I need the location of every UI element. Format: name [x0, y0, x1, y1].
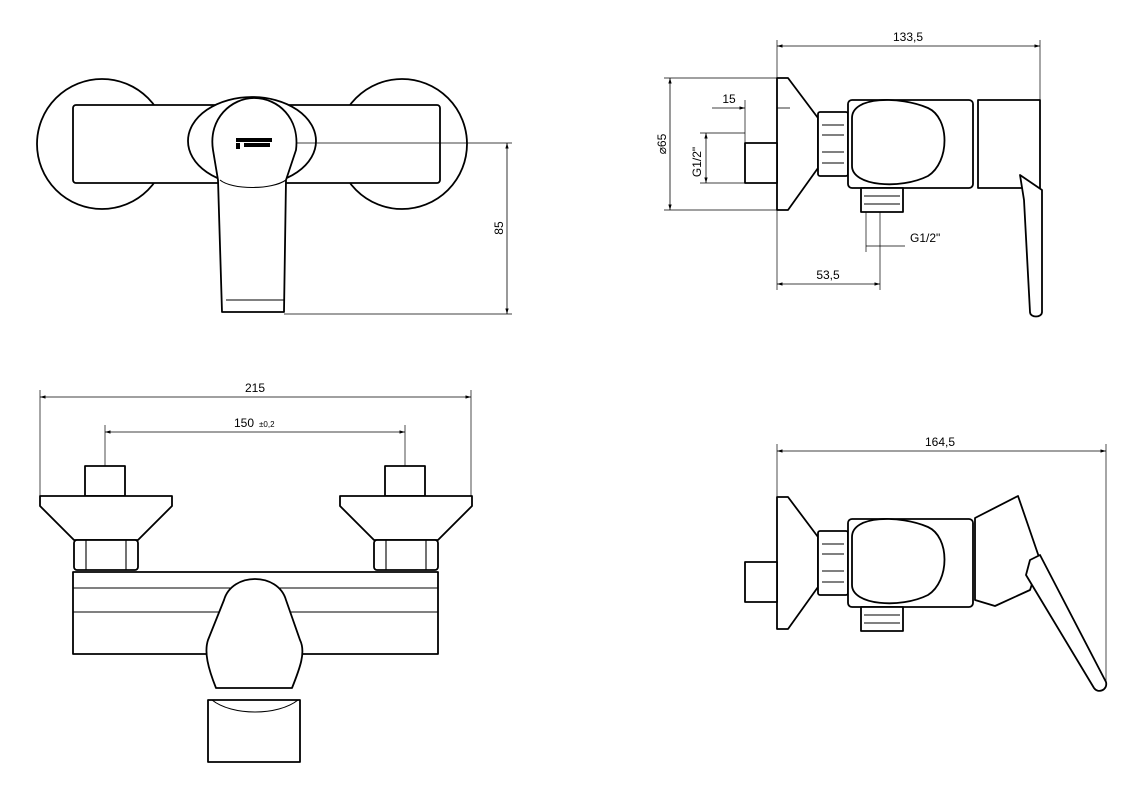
top-handle-base — [205, 578, 304, 689]
side2-lever — [1025, 554, 1108, 692]
top-view: 215 150 ±0,2 — [39, 381, 473, 763]
right-hex-nut — [373, 539, 439, 571]
side2-escutcheon — [776, 496, 819, 630]
side-nut — [817, 111, 849, 177]
side-outlet-nut — [860, 187, 904, 213]
side-inlet-pipe — [744, 142, 778, 184]
side-view: 133,5 15 ⌀65 G1/2" G1/2" 53,5 — [655, 30, 1043, 318]
side2-nut — [817, 530, 849, 596]
left-hex-nut — [73, 539, 139, 571]
dim-thread-outlet: G1/2" — [910, 231, 940, 245]
dim-depth-15: 15 — [722, 92, 736, 106]
left-cone-escutcheon — [39, 495, 173, 541]
dim-width-164-5: 164,5 — [925, 435, 955, 449]
side2-handle-base — [974, 495, 1041, 607]
dim-diameter-65: ⌀65 — [655, 133, 669, 154]
side-escutcheon — [776, 77, 819, 211]
dim-centers-150: 150 — [234, 416, 254, 430]
front-view: 85 — [36, 78, 512, 315]
top-lever — [207, 699, 301, 763]
side-view-2: 164,5 — [744, 435, 1108, 692]
dim-height-85: 85 — [492, 221, 506, 235]
right-inlet-stub — [384, 465, 426, 497]
side-handle-base — [977, 99, 1041, 189]
left-inlet-stub — [84, 465, 126, 497]
dim-thread-inlet: G1/2" — [690, 147, 704, 177]
logo-mark — [236, 138, 272, 149]
side-lever — [1019, 174, 1043, 318]
dim-width-215: 215 — [245, 381, 265, 395]
side2-inlet-pipe — [744, 561, 778, 603]
dim-offset-53-5: 53,5 — [816, 268, 840, 282]
side-outlet-oval — [851, 99, 946, 186]
dim-tolerance: ±0,2 — [259, 420, 275, 429]
right-cone-escutcheon — [339, 495, 473, 541]
side2-outlet-nut — [860, 606, 904, 632]
side2-outlet-oval — [851, 518, 946, 605]
dim-width-133-5: 133,5 — [893, 30, 923, 44]
lever-handle — [211, 97, 298, 313]
